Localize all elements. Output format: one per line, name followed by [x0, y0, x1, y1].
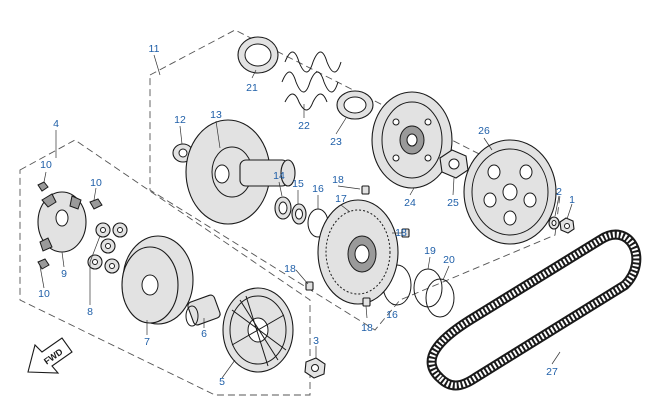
callout-24: 24	[404, 197, 416, 209]
callout-18-bottom: 18	[361, 322, 373, 334]
callout-16-top: 16	[312, 183, 324, 195]
leader-lines	[39, 54, 573, 379]
nut-3	[304, 357, 326, 379]
drive-belt-27	[426, 229, 642, 391]
callout-10-bottom: 10	[38, 288, 50, 300]
clutch-bell-26	[463, 139, 557, 245]
callout-16-bottom: 16	[386, 309, 398, 321]
callout-23: 23	[330, 136, 342, 148]
callout-25: 25	[447, 197, 459, 209]
callout-22: 22	[298, 120, 310, 132]
bushing-6	[185, 294, 221, 327]
fwd-arrow-icon: FWD	[27, 337, 73, 374]
clutch-nut-25	[439, 149, 469, 179]
callout-11: 11	[149, 43, 160, 55]
callout-13: 13	[210, 109, 222, 121]
nut-1	[559, 217, 575, 234]
spring-22	[281, 51, 342, 111]
callout-19: 19	[424, 245, 436, 257]
guide-pin-18d	[362, 297, 371, 307]
seal-15	[291, 203, 307, 225]
assembly-outline-11	[149, 29, 561, 331]
seal-20	[425, 278, 455, 318]
callout-26: 26	[478, 125, 490, 137]
variator-7	[121, 235, 194, 325]
callout-5: 5	[219, 376, 225, 388]
guide-pin-18a	[361, 185, 370, 195]
callout-6: 6	[201, 328, 207, 340]
callout-9: 9	[61, 268, 67, 280]
callout-17: 17	[335, 193, 347, 205]
callout-18-left: 18	[284, 263, 296, 275]
callout-1: 1	[569, 194, 575, 206]
ring-23	[336, 90, 374, 120]
callout-27: 27	[546, 366, 558, 378]
callout-labels: 1 2 3 4 5 6 7 8 9 10 10 10 11 12 13 14 1…	[38, 43, 575, 388]
callout-12: 12	[174, 114, 186, 126]
washer-2	[548, 216, 560, 230]
callout-20: 20	[443, 254, 455, 266]
assembly-outline-4	[19, 139, 311, 396]
callout-10-mid: 10	[90, 177, 102, 189]
fan-pulley-5	[222, 287, 294, 373]
callout-10-top: 10	[40, 159, 52, 171]
callout-14: 14	[273, 170, 285, 182]
callout-7: 7	[144, 336, 150, 348]
callout-4: 4	[53, 118, 59, 130]
driven-sheave-13	[185, 119, 296, 225]
callout-3: 3	[313, 335, 319, 347]
sliding-sheave-17	[317, 199, 399, 305]
callout-18-top: 18	[332, 174, 344, 186]
ramp-plate-9	[37, 191, 87, 253]
callout-18-right: 18	[395, 227, 407, 239]
collar-21	[237, 36, 279, 74]
clutch-assembly-24	[371, 91, 453, 189]
bearing-14	[274, 196, 292, 220]
rollers-8	[87, 222, 128, 274]
callout-15: 15	[292, 178, 304, 190]
callout-21: 21	[246, 82, 258, 94]
slider-10	[37, 181, 103, 270]
callout-8: 8	[87, 306, 93, 318]
callout-2: 2	[556, 186, 562, 198]
